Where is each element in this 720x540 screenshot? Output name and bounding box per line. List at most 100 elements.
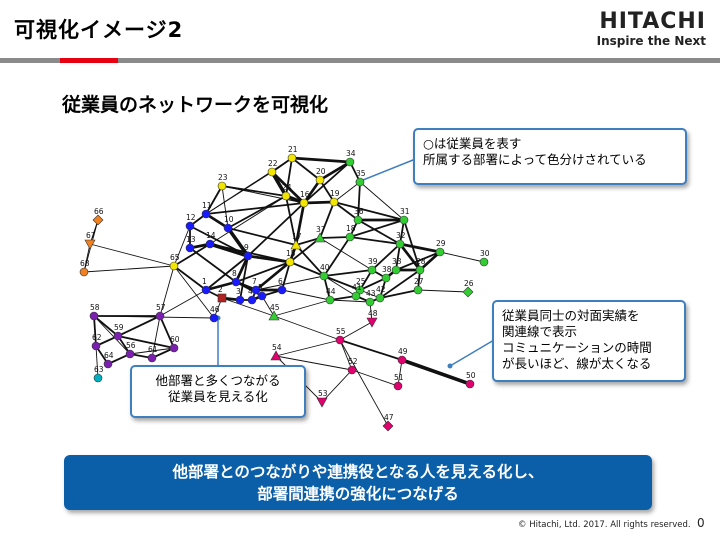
employee-node — [345, 157, 355, 167]
employee-node-label: 40 — [320, 263, 330, 272]
employee-node — [91, 341, 101, 351]
employee-node-label: 56 — [126, 341, 136, 350]
relationship-edge — [281, 261, 291, 291]
employee-node-label: 14 — [206, 231, 216, 240]
relationship-edge — [303, 161, 351, 204]
relationship-edge — [275, 339, 341, 357]
employee-node-label: 58 — [90, 303, 100, 312]
relationship-edge — [273, 315, 341, 341]
employee-node-label: 51 — [394, 373, 404, 382]
employee-node-label: 44 — [326, 287, 336, 296]
relationship-edge — [255, 275, 325, 291]
relationship-edge — [227, 195, 287, 229]
employee-node — [185, 221, 195, 231]
employee-node — [113, 331, 123, 341]
employee-node-label: 23 — [218, 173, 228, 182]
relationship-edge — [417, 289, 469, 293]
employee-node-label: 12 — [186, 213, 196, 222]
employee-node — [103, 359, 113, 369]
relationship-edge — [295, 244, 325, 277]
employee-node — [84, 239, 96, 250]
employee-node — [147, 353, 157, 363]
employee-node-label: 20 — [316, 167, 326, 176]
callout-line: が長いほど、線が太くなる — [502, 356, 652, 371]
employee-node-label: 66 — [94, 207, 104, 216]
relationship-edge — [93, 315, 97, 347]
employee-node-label: 2 — [218, 285, 223, 294]
employee-node-label: 50 — [466, 371, 476, 380]
relationship-edge — [321, 369, 353, 403]
employee-node-label: 68 — [80, 259, 90, 268]
employee-node-label: 61 — [148, 345, 158, 354]
employee-node-label: 54 — [272, 343, 282, 352]
employee-node — [201, 285, 211, 295]
employee-node-label: 34 — [346, 149, 356, 158]
employee-node — [243, 251, 253, 261]
relationship-edge — [333, 181, 361, 203]
employee-node-label: 3 — [236, 287, 241, 296]
relationship-edge — [285, 157, 293, 197]
employee-node-label: 19 — [330, 189, 340, 198]
relationship-edge — [289, 261, 325, 277]
employee-node — [367, 265, 377, 275]
employee-node-label: 37 — [316, 225, 326, 234]
title-divider-accent — [60, 58, 118, 63]
employee-node — [415, 265, 425, 275]
relationship-edge — [329, 295, 357, 301]
relationship-edge — [159, 265, 175, 317]
employee-node-label: 48 — [368, 309, 378, 318]
relationship-edge — [95, 345, 99, 379]
employee-node — [290, 239, 302, 250]
employee-node-label: 57 — [156, 303, 166, 312]
callout-line: コミュニケーションの時間 — [502, 340, 652, 355]
employee-node-label: 55 — [336, 327, 346, 336]
relationship-edge — [351, 369, 399, 387]
relationship-edge — [204, 280, 238, 292]
employee-node-label: 33 — [392, 257, 402, 266]
relationship-edge — [189, 247, 237, 283]
employee-node — [397, 355, 407, 365]
relationship-edge — [205, 255, 249, 291]
employee-node — [316, 397, 328, 408]
relationship-edge — [281, 289, 331, 301]
employee-node-label: 22 — [268, 159, 278, 168]
employee-node — [217, 181, 227, 191]
relationship-edge — [159, 289, 207, 317]
employee-node-label: 41 — [352, 283, 362, 292]
employee-node-label: 10 — [224, 215, 234, 224]
relationship-edge — [83, 243, 91, 273]
relationship-edge — [319, 237, 373, 271]
logo-tagline: Inspire the Next — [596, 34, 706, 48]
relationship-edge — [270, 170, 306, 205]
employee-node — [205, 239, 215, 249]
employee-node — [325, 295, 335, 305]
employee-node — [435, 247, 445, 257]
section-heading: 従業員のネットワークを可視化 — [62, 94, 329, 116]
employee-node — [395, 239, 405, 249]
relationship-edge — [89, 243, 175, 267]
relationship-edge — [371, 243, 401, 271]
employee-node — [185, 243, 195, 253]
callout-line: 従業員同士の対面実績を — [502, 308, 640, 323]
relationship-edge — [247, 202, 305, 257]
relationship-edge — [319, 236, 351, 239]
employee-node-label: 27 — [414, 277, 424, 286]
callout-connectors — [215, 157, 495, 369]
employee-node-label: 42 — [376, 285, 386, 294]
callout-pointer-line — [357, 157, 419, 183]
employee-node-label: 49 — [398, 347, 408, 356]
relationship-edge — [129, 347, 175, 355]
employee-node — [462, 286, 474, 298]
relationship-edge — [83, 265, 175, 273]
bridge-employee-callout: 他部署と多くつながる 従業員を見える化 — [130, 365, 306, 418]
employee-node — [169, 261, 179, 271]
employee-node — [268, 310, 280, 321]
employee-node — [375, 293, 385, 303]
relationship-edge — [173, 243, 211, 267]
employee-node — [479, 257, 489, 267]
employee-node — [217, 293, 227, 303]
relationship-edge — [329, 299, 371, 303]
employee-node-label: 30 — [480, 249, 490, 258]
employee-node-label: 60 — [170, 335, 180, 344]
